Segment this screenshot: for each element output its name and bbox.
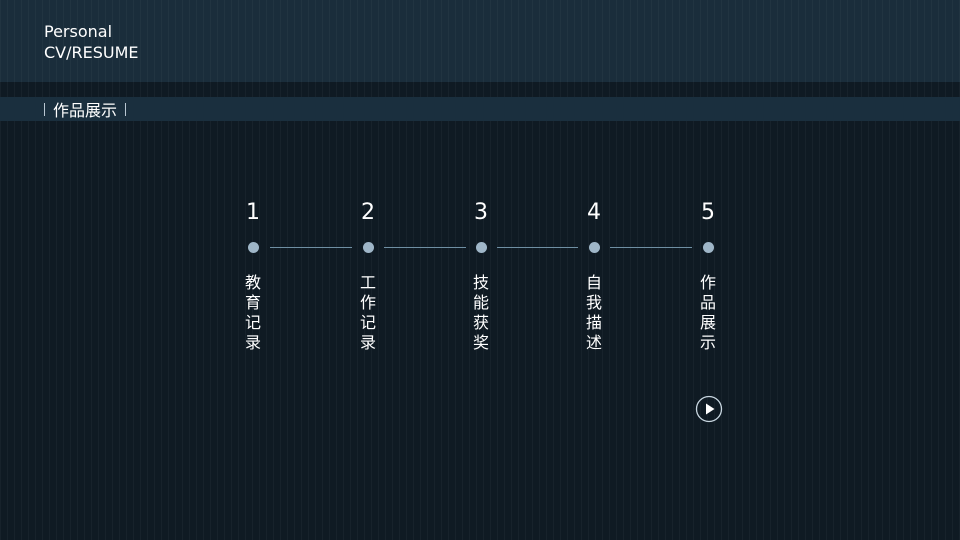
- section-title: 作品展示: [53, 101, 118, 120]
- timeline-connector: [384, 247, 466, 248]
- header-title: Personal CV/RESUME: [44, 21, 139, 63]
- step-dot-2[interactable]: [362, 242, 374, 253]
- timeline-connector: [270, 247, 352, 248]
- section-bar: 作品展示: [0, 97, 960, 121]
- step-label-1[interactable]: 教育记录: [244, 273, 261, 352]
- step-label-2[interactable]: 工作记录: [359, 273, 376, 352]
- step-number-2: 2: [361, 200, 375, 225]
- timeline-connector: [497, 247, 578, 248]
- step-dot-5[interactable]: [702, 242, 714, 253]
- step-label-5[interactable]: 作品展示: [699, 273, 716, 352]
- step-dot-1[interactable]: [247, 242, 259, 253]
- step-number-4: 4: [587, 200, 601, 225]
- step-number-3: 3: [474, 200, 488, 225]
- step-number-5: 5: [701, 200, 715, 225]
- divider-left: [44, 102, 45, 116]
- header-line-cv-resume: CV/RESUME: [44, 43, 139, 62]
- header-line-personal: Personal: [44, 22, 113, 41]
- step-number-1: 1: [246, 200, 260, 225]
- section-label: 作品展示: [44, 97, 127, 121]
- step-label-4[interactable]: 自我描述: [585, 273, 602, 352]
- timeline-connector: [610, 247, 692, 248]
- step-dot-3[interactable]: [475, 242, 487, 253]
- header: Personal CV/RESUME: [0, 0, 960, 82]
- step-dot-4[interactable]: [588, 242, 600, 253]
- divider-right: [125, 102, 127, 116]
- step-label-3[interactable]: 技能获奖: [472, 273, 489, 352]
- play-circle-icon[interactable]: [695, 395, 723, 423]
